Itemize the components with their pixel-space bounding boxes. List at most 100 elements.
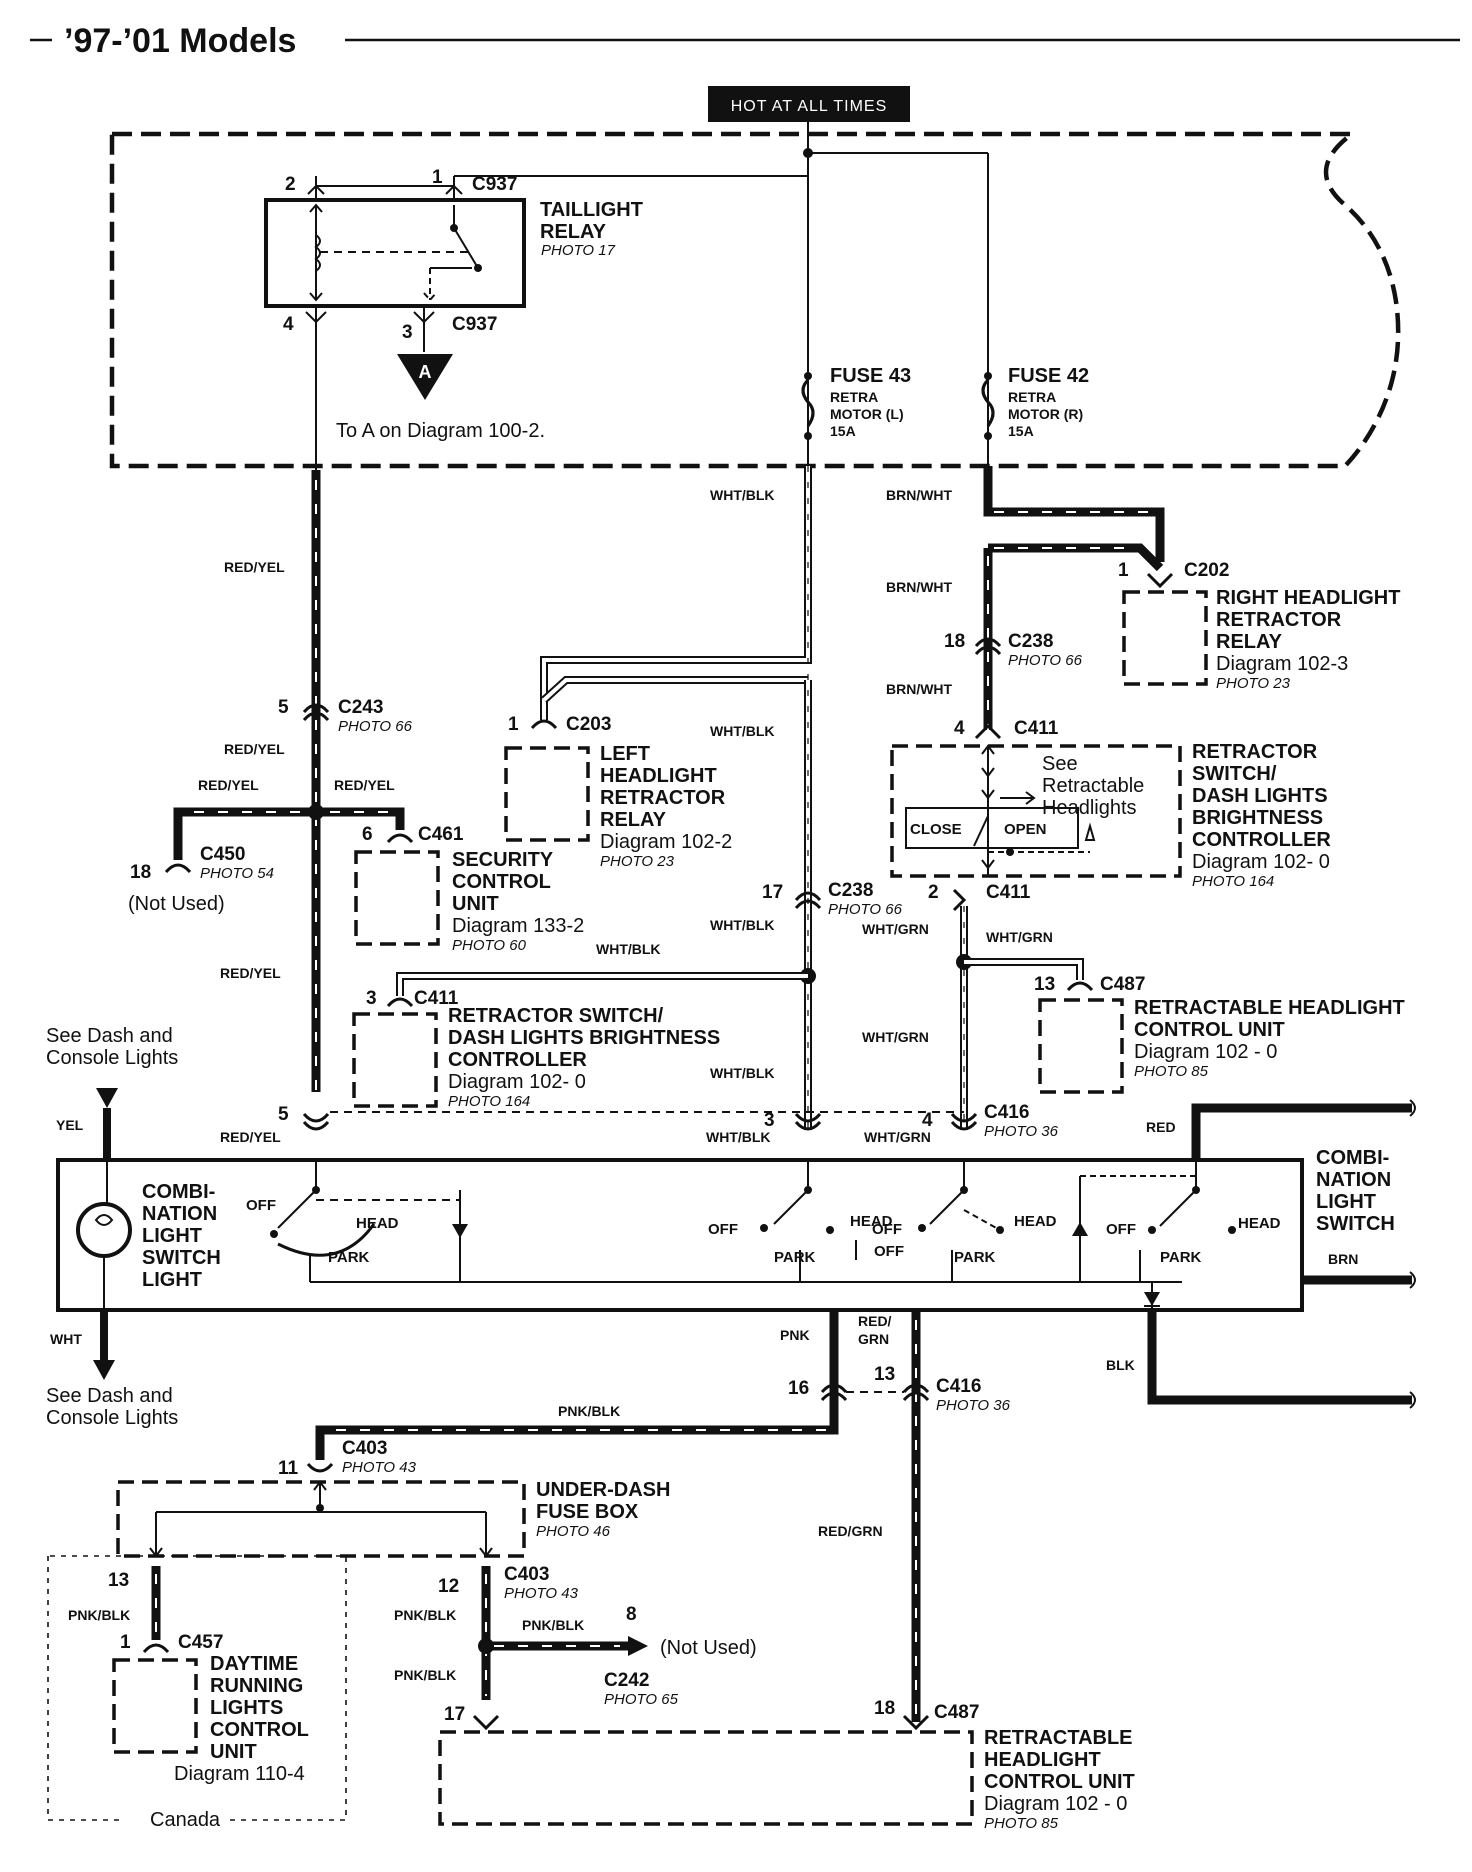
cs-off-4: OFF xyxy=(1106,1221,1136,1238)
wire-label-wht-blk-4: WHT/BLK xyxy=(596,941,661,957)
c238-top-photo: PHOTO 66 xyxy=(1008,652,1083,669)
rsr-l4: BRIGHTNESS xyxy=(1192,807,1323,829)
drl-l5: UNIT xyxy=(210,1741,257,1763)
cs-park-1: PARK xyxy=(328,1249,370,1266)
c238-mid-pin: 17 xyxy=(762,882,783,903)
cs-off-5: OFF xyxy=(872,1221,902,1238)
rsr-photo: PHOTO 164 xyxy=(1192,873,1274,890)
wire-label-wht-blk-1: WHT/BLK xyxy=(710,487,775,503)
fuse-43-name: FUSE 43 xyxy=(830,365,911,387)
cs-left-l3: LIGHT xyxy=(142,1225,202,1247)
rsr-l1: RETRACTOR xyxy=(1192,741,1318,763)
wire-label-brn: BRN xyxy=(1328,1251,1358,1267)
wire-label-red-yel-4: RED/YEL xyxy=(334,777,395,793)
rsr-close: CLOSE xyxy=(910,821,962,838)
rsr-see2: Retractable xyxy=(1042,775,1144,797)
rut-l2: CONTROL UNIT xyxy=(1134,1019,1285,1041)
cs-head-3: HEAD xyxy=(1014,1213,1057,1230)
wire-label-wht-grn-3: WHT/GRN xyxy=(862,1029,929,1045)
drl-pin-1: 1 xyxy=(120,1632,131,1653)
see-dash-bottom-1: See Dash and xyxy=(46,1385,173,1407)
cs-left-l2: NATION xyxy=(142,1203,217,1225)
left-headlight-relay: LEFT HEADLIGHT RETRACTOR RELAY Diagram 1… xyxy=(504,743,732,870)
rub-l2: HEADLIGHT xyxy=(984,1749,1101,1771)
c238-mid-photo: PHOTO 66 xyxy=(828,901,903,918)
fuse-42-line1: RETRA xyxy=(1008,389,1056,405)
rut-photo: PHOTO 85 xyxy=(1134,1063,1209,1080)
c416-bottom-pin-13: 13 xyxy=(874,1364,895,1385)
switch-light-bulb xyxy=(76,1202,132,1258)
relay-pin-1: 1 xyxy=(432,167,443,188)
brn-wht-wire: BRN/WHT BRN/WHT BRN/WHT xyxy=(886,466,1165,730)
cs-off-2: OFF xyxy=(708,1221,738,1238)
rsr-l3: DASH LIGHTS xyxy=(1192,785,1328,807)
fuse-box-l1: UNDER-DASH xyxy=(536,1479,670,1501)
cs-head-4: HEAD xyxy=(1238,1215,1281,1232)
wire-label-pnk-blk-4: PNK/BLK xyxy=(522,1617,584,1633)
c416-top-pin-3: 3 xyxy=(764,1110,775,1131)
c403-bottom-conn: C403 xyxy=(504,1564,549,1585)
rsl-diagram: Diagram 102- 0 xyxy=(448,1071,586,1093)
right-headlight-relay: RIGHT HEADLIGHT RETRACTOR RELAY Diagram … xyxy=(1122,587,1400,692)
retractor-switch-right: CLOSE OPEN See Retractable Headlights RE… xyxy=(890,741,1331,890)
c416-bottom-conn: C416 xyxy=(936,1376,981,1397)
rsl-l1: RETRACTOR SWITCH/ xyxy=(448,1005,664,1027)
c450-conn: C450 xyxy=(200,844,245,865)
wire-label-brn-wht-1: BRN/WHT xyxy=(886,487,953,503)
fuse-43-line1: RETRA xyxy=(830,389,878,405)
cs-park-2: PARK xyxy=(774,1249,816,1266)
relay-name-2: RELAY xyxy=(540,221,607,243)
reference-text: To A on Diagram 100-2. xyxy=(336,420,545,442)
wire-label-red-grn-split-1: RED/ xyxy=(858,1313,892,1329)
cs-left-l5: LIGHT xyxy=(142,1269,202,1291)
wire-label-wht-blk-2: WHT/BLK xyxy=(710,723,775,739)
wht-blk-wire: WHT/BLK WHT/BLK WHT/BLK WHT/BLK WHT/BLK … xyxy=(396,466,816,1145)
security-conn: C461 xyxy=(418,824,464,845)
c487-bottom-pin-17: 17 xyxy=(444,1704,465,1725)
c411-bottom-conn: C411 xyxy=(986,882,1031,903)
relay-pin-4: 4 xyxy=(283,314,294,335)
cs-park-3: PARK xyxy=(954,1249,996,1266)
drl-region: Canada xyxy=(150,1809,221,1831)
wire-label-red-grn-split-2: GRN xyxy=(858,1331,889,1347)
wire-label-pnk-blk-3: PNK/BLK xyxy=(394,1607,456,1623)
wire-label-yel: YEL xyxy=(56,1117,84,1133)
wire-label-pnk-blk-5: PNK/BLK xyxy=(394,1667,456,1683)
reference-triangle xyxy=(397,354,453,400)
rub-l3: CONTROL UNIT xyxy=(984,1771,1135,1793)
wire-label-blk: BLK xyxy=(1106,1357,1135,1373)
c416-bottom-photo: PHOTO 36 xyxy=(936,1397,1011,1414)
rub-diagram: Diagram 102 - 0 xyxy=(984,1793,1127,1815)
retract-unit-top: RETRACTABLE HEADLIGHT CONTROL UNIT Diagr… xyxy=(1038,997,1405,1094)
switch-section-2: OFF HEAD PARK xyxy=(708,1160,893,1282)
c243-photo: PHOTO 66 xyxy=(338,718,413,735)
under-hood-box-outline xyxy=(109,131,1401,469)
drl-pin-13: 13 xyxy=(108,1570,129,1591)
left-relay-l1: LEFT xyxy=(600,743,650,765)
rub-photo: PHOTO 85 xyxy=(984,1815,1059,1832)
c411-bottom-pin: 2 xyxy=(928,882,939,903)
wire-label-brn-wht-3: BRN/WHT xyxy=(886,681,953,697)
security-pin: 6 xyxy=(362,824,373,845)
c238-mid-conn: C238 xyxy=(828,880,873,901)
switch-section-4: OFF HEAD PARK xyxy=(1072,1160,1281,1283)
c450-pin: 18 xyxy=(130,862,151,883)
security-l1: SECURITY xyxy=(452,849,554,871)
wire-label-wht-grn-4: WHT/GRN xyxy=(864,1129,931,1145)
taillight-relay: 2 1 C937 4 3 C937 TAILLIGHT RELAY PHOTO … xyxy=(264,167,808,470)
header: ’97-’01 Models HOT AT ALL TIMES xyxy=(30,22,1460,122)
security-diagram: Diagram 133-2 xyxy=(452,915,584,937)
c203-pin: 1 xyxy=(508,714,519,735)
wire-label-wht-grn-2: WHT/GRN xyxy=(986,929,1053,945)
rut-diagram: Diagram 102 - 0 xyxy=(1134,1041,1277,1063)
wire-label-red-yel-5: RED/YEL xyxy=(220,965,281,981)
c238-top-conn: C238 xyxy=(1008,631,1053,652)
cs-right-l3: LIGHT xyxy=(1316,1191,1376,1213)
rsl-l2: DASH LIGHTS BRIGHTNESS xyxy=(448,1027,720,1049)
c403-bottom-photo: PHOTO 43 xyxy=(504,1585,579,1602)
wire-label-pnk: PNK xyxy=(780,1327,810,1343)
fuse-42: FUSE 42 RETRA MOTOR (R) 15A xyxy=(981,365,1089,440)
wire-label-red-yel-6: RED/YEL xyxy=(220,1129,281,1145)
c411-top-pin: 4 xyxy=(954,718,965,739)
